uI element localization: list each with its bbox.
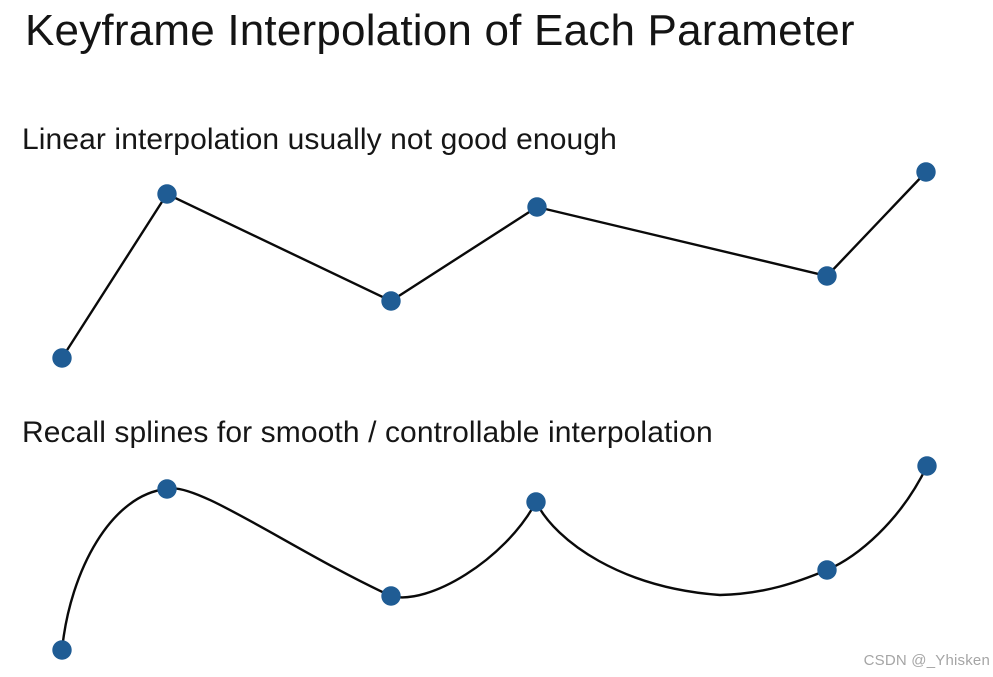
- keyframe-dot: [817, 266, 837, 286]
- keyframe-dot: [52, 348, 72, 368]
- keyframe-dot: [527, 197, 547, 217]
- keyframe-dot: [52, 640, 72, 660]
- keyframe-dot: [381, 586, 401, 606]
- keyframe-dot: [381, 291, 401, 311]
- watermark-text: CSDN @_Yhisken: [863, 652, 990, 669]
- keyframe-dot: [526, 492, 546, 512]
- keyframe-dot: [916, 162, 936, 182]
- linear-interpolation-chart: [52, 162, 936, 368]
- spline-interpolation-chart: [52, 456, 937, 660]
- spline-curve: [60, 464, 929, 652]
- keyframe-dot: [157, 479, 177, 499]
- linear-section-label: Linear interpolation usually not good en…: [22, 123, 617, 156]
- linear-curve: [60, 170, 928, 360]
- spline-section-label: Recall splines for smooth / controllable…: [22, 416, 713, 449]
- slide-title: Keyframe Interpolation of Each Parameter: [25, 6, 855, 55]
- keyframe-dot: [817, 560, 837, 580]
- keyframe-dot: [157, 184, 177, 204]
- keyframe-dot: [917, 456, 937, 476]
